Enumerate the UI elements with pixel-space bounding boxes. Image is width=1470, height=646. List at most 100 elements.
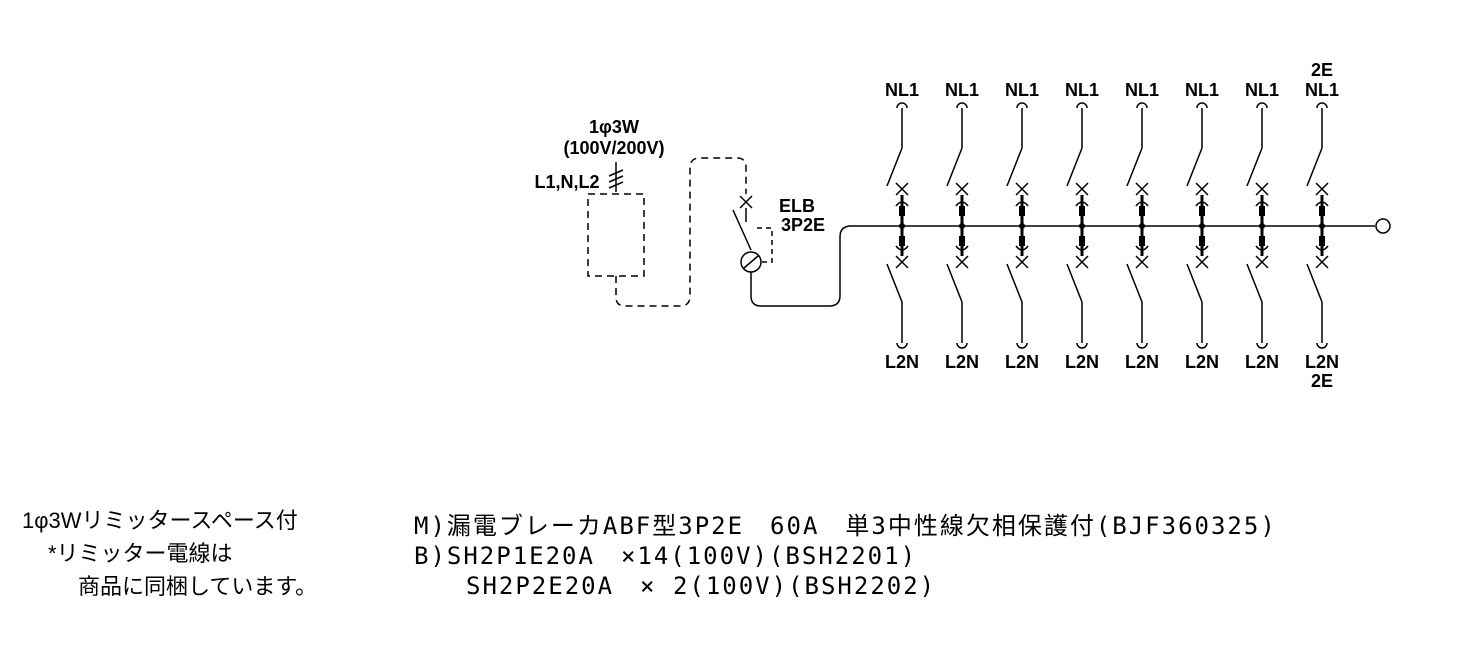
branch-top-label: NL1 [885, 80, 919, 100]
branch-top-label: NL1 [1005, 80, 1039, 100]
terminal-icon [896, 102, 908, 109]
terminal-icon [1136, 102, 1148, 109]
plug-block-icon [959, 206, 965, 216]
plug-block-icon [1019, 236, 1025, 246]
note-included: 商品に同梱しています。 [78, 574, 317, 599]
limiter-space-box [587, 193, 645, 277]
plug-connector-icon [1135, 201, 1149, 207]
plug-block-icon [1199, 206, 1205, 216]
switch-blade [1066, 263, 1083, 303]
contact-x-icon [1135, 182, 1149, 196]
bus-junction-icon [1199, 223, 1205, 229]
switch-blade [886, 147, 903, 187]
plug-block-icon [1199, 236, 1205, 246]
three-wire-tick-icon [608, 162, 624, 192]
contact-x-icon [1135, 255, 1149, 269]
plug-block-icon [899, 206, 905, 216]
contact-x-icon [1195, 182, 1209, 196]
bus-junction-icon [1319, 223, 1325, 229]
plug-connector-icon [1075, 245, 1089, 251]
plug-block-icon [1079, 236, 1085, 246]
switch-blade [1126, 263, 1143, 303]
contact-x-icon [955, 255, 969, 269]
contact-x-icon [1255, 182, 1269, 196]
contact-x-icon [1015, 255, 1029, 269]
branch-top-extra-label: 2E [1311, 60, 1333, 80]
note-limiter-wire: *リミッター電線は [48, 541, 233, 566]
plug-connector-icon [1195, 201, 1209, 207]
branch-top-label: NL1 [1065, 80, 1099, 100]
switch-blade [1306, 147, 1323, 187]
terminal-icon [1256, 102, 1268, 109]
plug-connector-icon [1315, 201, 1329, 207]
terminal-icon [956, 342, 968, 349]
plug-block-icon [959, 236, 965, 246]
plug-connector-icon [1255, 245, 1269, 251]
plug-connector-icon [955, 201, 969, 207]
terminal-icon [1076, 342, 1088, 349]
terminal-icon [896, 342, 908, 349]
contact-x-icon [895, 182, 909, 196]
branch-top-label: NL1 [945, 80, 979, 100]
terminal-icon [1016, 102, 1028, 109]
switch-blade [1186, 263, 1203, 303]
bus-junction-icon [1079, 223, 1085, 229]
branch-top-label: NL1 [1185, 80, 1219, 100]
branch-bottom-label: L2N [1245, 352, 1279, 372]
bus-junction-icon [959, 223, 965, 229]
contact-x-icon [1315, 182, 1329, 196]
plug-connector-icon [1015, 201, 1029, 207]
plug-block-icon [1259, 206, 1265, 216]
branch-bottom-label: L2N [1005, 352, 1039, 372]
spec-branch-1: B)SH2P1E20A ×14(100V)(BSH2201) [414, 542, 917, 570]
plug-connector-icon [895, 245, 909, 251]
switch-blade [1006, 147, 1023, 187]
plug-block-icon [1019, 206, 1025, 216]
branch-bottom-extra-label: 2E [1311, 371, 1333, 391]
terminal-icon [1316, 342, 1328, 349]
switch-blade [1306, 263, 1323, 303]
branch-bottom-label: L2N [1125, 352, 1159, 372]
plug-connector-icon [1015, 245, 1029, 251]
branch-circuits: NL1L2NNL1L2NNL1L2NNL1L2NNL1L2NNL1L2NNL1L… [885, 60, 1339, 391]
plug-connector-icon [955, 245, 969, 251]
supply-phases-label: L1,N,L2 [534, 172, 599, 192]
bus-junction-icon [1259, 223, 1265, 229]
supply-voltage-label: (100V/200V) [563, 138, 664, 158]
branch-bottom-label: L2N [1305, 352, 1339, 372]
main-breaker-symbol [732, 195, 1391, 307]
plug-block-icon [899, 236, 905, 246]
plug-block-icon [1319, 236, 1325, 246]
contact-x-icon [955, 182, 969, 196]
switch-blade [1126, 147, 1143, 187]
terminal-icon [1076, 102, 1088, 109]
plug-block-icon [1319, 206, 1325, 216]
plug-connector-icon [1195, 245, 1209, 251]
branch-bottom-label: L2N [945, 352, 979, 372]
switch-blade [1066, 147, 1083, 187]
plug-connector-icon [1255, 201, 1269, 207]
contact-x-icon [1075, 255, 1089, 269]
contact-x-icon [1255, 255, 1269, 269]
spec-branch-2: SH2P2E20A × 2(100V)(BSH2202) [466, 572, 936, 600]
terminal-icon [1256, 342, 1268, 349]
switch-blade [1186, 147, 1203, 187]
switch-blade [1246, 263, 1263, 303]
branch-bottom-label: L2N [885, 352, 919, 372]
contact-x-icon [1195, 255, 1209, 269]
switch-blade [1246, 147, 1263, 187]
contact-x-icon [1315, 255, 1329, 269]
branch-top-label: NL1 [1125, 80, 1159, 100]
terminal-icon [956, 102, 968, 109]
switch-blade [946, 147, 963, 187]
branch-bottom-label: L2N [1065, 352, 1099, 372]
contact-x-icon [1015, 182, 1029, 196]
terminal-icon [1316, 102, 1328, 109]
plug-connector-icon [1135, 245, 1149, 251]
switch-blade [886, 263, 903, 303]
bus-junction-icon [1139, 223, 1145, 229]
plug-connector-icon [1315, 245, 1329, 251]
supply-system-label: 1φ3W [589, 117, 639, 137]
terminal-icon [1196, 102, 1208, 109]
